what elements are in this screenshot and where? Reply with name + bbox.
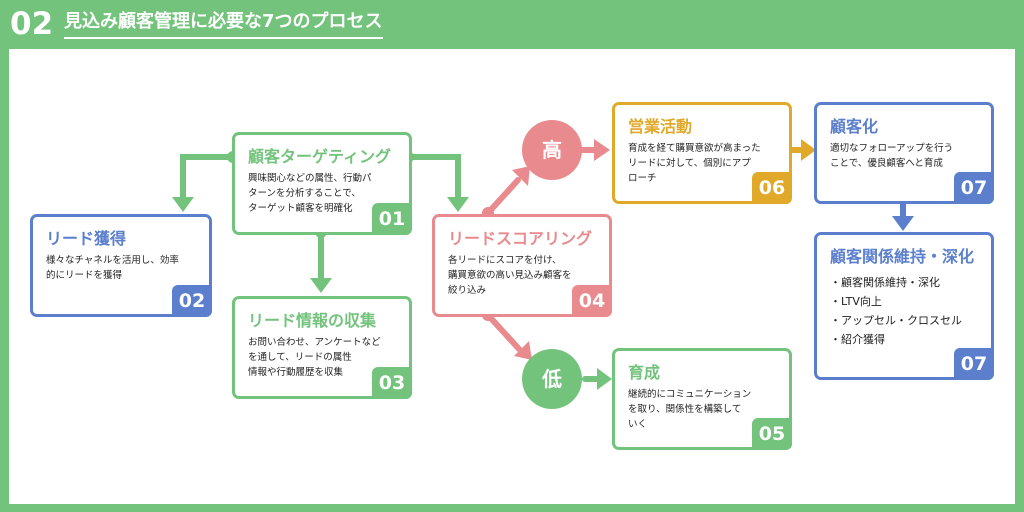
step-lead-scoring: リードスコアリング 各リードにスコアを付け、 購買意欲の高い見込み顧客を 絞り込… bbox=[432, 214, 612, 317]
step-description: 適切なフォローアップを行う ことで、優良顧客へと育成 bbox=[830, 143, 954, 169]
step-title: リード情報の収集 bbox=[248, 311, 377, 330]
step-number-badge: 07 bbox=[954, 348, 994, 380]
page-title: 見込み顧客管理に必要な7つのプロセス bbox=[64, 9, 383, 39]
list-item: ・アップセル・クロスセル bbox=[830, 314, 962, 327]
step-title: 営業活動 bbox=[628, 117, 693, 136]
step-retention: 顧客関係維持・深化 ・顧客関係維持・深化 ・LTV向上 ・アップセル・クロスセル… bbox=[814, 232, 994, 380]
retention-bullet-list: ・顧客関係維持・深化 ・LTV向上 ・アップセル・クロスセル ・紹介獲得 bbox=[830, 273, 962, 349]
step-title: リード獲得 bbox=[46, 229, 127, 248]
low-score-circle: 低 bbox=[522, 349, 582, 409]
step-title: 顧客ターゲティング bbox=[248, 147, 392, 166]
step-targeting: 顧客ターゲティング 興味関心などの属性、行動パ ターンを分析することで、 ターゲ… bbox=[232, 132, 412, 235]
list-item: ・紹介獲得 bbox=[830, 333, 885, 346]
step-title: 顧客関係維持・深化 bbox=[830, 247, 975, 266]
step-description: お問い合わせ、アンケートなど を通して、リードの属性 情報や行動履歴を収集 bbox=[248, 337, 381, 378]
step-sales: 営業活動 育成を経て購買意欲が高まった リードに対して、個別にアプ ローチ 06 bbox=[612, 102, 792, 204]
step-description: 興味関心などの属性、行動パ ターンを分析することで、 ターゲット顧客を明確化 bbox=[248, 173, 372, 214]
header-tab: 02 見込み顧客管理に必要な7つのプロセス bbox=[0, 0, 545, 50]
list-item: ・LTV向上 bbox=[830, 295, 882, 308]
step-title: 育成 bbox=[628, 363, 661, 382]
step-description: 継続的にコミュニケーション を取り、関係性を構築して いく bbox=[628, 389, 752, 430]
step-number-badge: 06 bbox=[752, 172, 792, 204]
step-number-badge: 01 bbox=[372, 203, 412, 235]
step-lead-info: リード情報の収集 お問い合わせ、アンケートなど を通して、リードの属性 情報や行… bbox=[232, 296, 412, 399]
step-description: 各リードにスコアを付け、 購買意欲の高い見込み顧客を 絞り込み bbox=[448, 255, 572, 296]
step-title: リードスコアリング bbox=[448, 229, 593, 248]
step-number-badge: 05 bbox=[752, 418, 792, 450]
step-title: 顧客化 bbox=[830, 117, 879, 136]
high-score-circle: 高 bbox=[522, 120, 582, 180]
step-number-badge: 02 bbox=[172, 285, 212, 317]
step-customer: 顧客化 適切なフォローアップを行う ことで、優良顧客へと育成 07 bbox=[814, 102, 994, 204]
step-nurturing: 育成 継続的にコミュニケーション を取り、関係性を構築して いく 05 bbox=[612, 348, 792, 450]
step-description: 育成を経て購買意欲が高まった リードに対して、個別にアプ ローチ bbox=[628, 143, 761, 184]
step-number-badge: 03 bbox=[372, 367, 412, 399]
step-number-badge: 07 bbox=[954, 172, 994, 204]
step-description: 様々なチャネルを活用し、効率 的にリードを獲得 bbox=[46, 255, 179, 281]
step-lead-acquisition: リード獲得 様々なチャネルを活用し、効率 的にリードを獲得 02 bbox=[30, 214, 212, 317]
list-item: ・顧客関係維持・深化 bbox=[830, 276, 940, 289]
step-number-badge: 04 bbox=[572, 285, 612, 317]
section-number: 02 bbox=[10, 6, 54, 42]
